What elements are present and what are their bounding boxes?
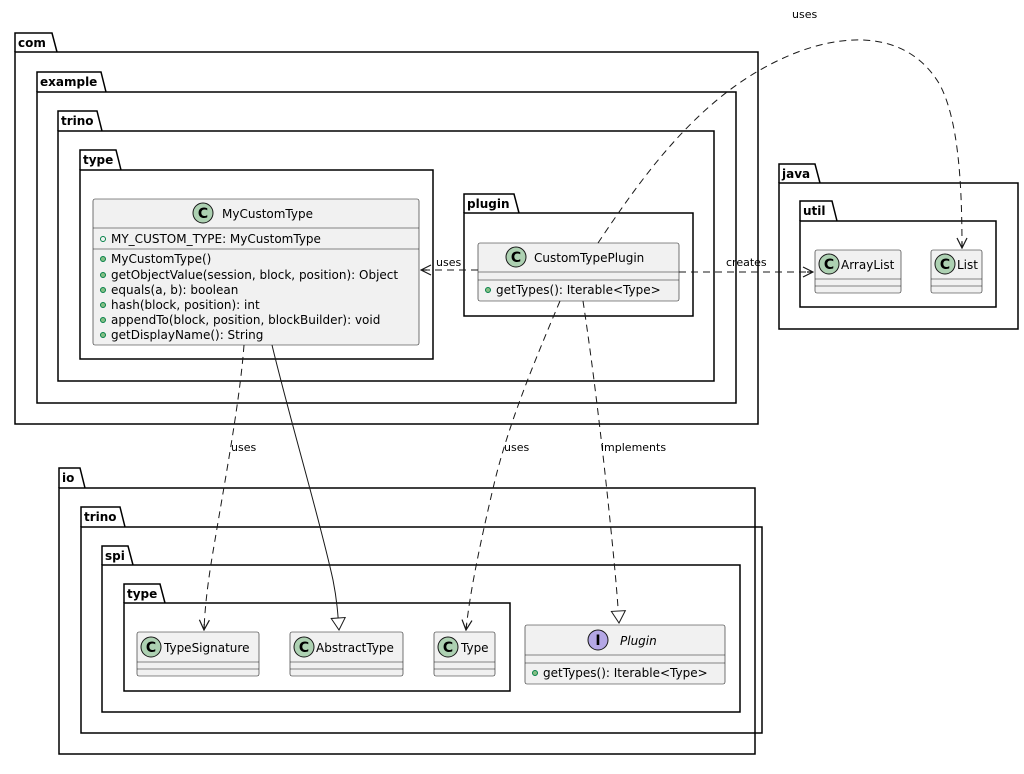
- class-name: Type: [460, 641, 489, 655]
- package-label-type-io: type: [127, 587, 157, 601]
- class-badge-letter: C: [940, 257, 950, 273]
- public-method-icon: [100, 272, 106, 278]
- public-method-icon: [100, 332, 106, 338]
- class-name: CustomTypePlugin: [534, 251, 644, 265]
- class-badge-letter: C: [511, 250, 521, 266]
- class-name: MyCustomType: [222, 207, 313, 221]
- public-method-icon: [100, 287, 106, 293]
- package-plugin: plugin: [463, 193, 694, 317]
- package-java: java: [778, 163, 1019, 330]
- package-label-example: example: [40, 75, 97, 89]
- class-type-signature[interactable]: C TypeSignature: [136, 631, 260, 677]
- class-badge-icon: [818, 253, 840, 275]
- class-badge-letter: C: [146, 640, 156, 656]
- edge-label-uses-my-custom-type: uses: [436, 256, 461, 269]
- package-label-spi: spi: [105, 549, 125, 563]
- class-method: equals(a, b): boolean: [111, 283, 238, 297]
- public-method-icon: [532, 670, 538, 676]
- class-badge-icon: [934, 253, 956, 275]
- class-badge-letter: C: [443, 640, 453, 656]
- package-trino-io: trino: [80, 506, 763, 734]
- public-method-icon: [485, 287, 491, 293]
- class-badge-letter: C: [824, 257, 834, 273]
- package-label-io: io: [62, 471, 74, 485]
- package-spi: spi: [101, 545, 741, 713]
- package-label-trino-io: trino: [84, 510, 117, 524]
- class-array-list[interactable]: C ArrayList: [814, 249, 902, 294]
- class-name: AbstractType: [316, 641, 394, 655]
- class-list[interactable]: C List: [930, 249, 983, 294]
- class-badge-letter: C: [198, 206, 208, 222]
- class-name: ArrayList: [841, 258, 895, 272]
- interface-plugin[interactable]: I Plugin getTypes(): Iterable<Type>: [524, 624, 726, 685]
- edge-label-uses-type: uses: [504, 441, 529, 454]
- package-label-type-com: type: [83, 153, 113, 167]
- class-badge-icon: [293, 636, 315, 658]
- interface-method: getTypes(): Iterable<Type>: [543, 666, 708, 680]
- edge-implements-plugin: [582, 300, 627, 624]
- edge-extends-abstract-type: [271, 344, 347, 631]
- edge-uses-type-signature: [204, 344, 245, 630]
- package-com: com: [14, 32, 759, 425]
- class-my-custom-type[interactable]: C MyCustomType MY_CUSTOM_TYPE: MyCustomT…: [92, 198, 420, 346]
- edge-label-implements: implements: [601, 441, 666, 454]
- package-label-trino-com: trino: [61, 114, 94, 128]
- class-name: List: [957, 258, 978, 272]
- class-method: getTypes(): Iterable<Type>: [496, 283, 661, 297]
- interface-badge-letter: I: [595, 633, 600, 649]
- public-method-icon: [100, 256, 106, 262]
- class-name: TypeSignature: [163, 641, 249, 655]
- class-method: getObjectValue(session, block, position)…: [111, 268, 398, 282]
- class-badge-icon: [192, 202, 214, 224]
- public-method-icon: [100, 317, 106, 323]
- package-io: io: [58, 467, 756, 755]
- class-abstract-type[interactable]: C AbstractType: [289, 631, 404, 677]
- class-field: MY_CUSTOM_TYPE: MyCustomType: [111, 232, 321, 246]
- edge-label-uses-type-signature: uses: [231, 441, 256, 454]
- interface-badge-icon: [587, 629, 609, 651]
- class-type[interactable]: C Type: [433, 631, 496, 677]
- package-label-java: java: [781, 167, 810, 181]
- package-label-util: util: [803, 204, 826, 218]
- package-label-com: com: [18, 36, 46, 50]
- class-badge-icon: [140, 636, 162, 658]
- public-method-icon: [100, 302, 106, 308]
- edge-label-uses-list: uses: [792, 8, 817, 21]
- class-badge-icon: [505, 246, 527, 268]
- class-badge-letter: C: [299, 640, 309, 656]
- class-method: appendTo(block, position, blockBuilder):…: [111, 313, 380, 327]
- interface-name: Plugin: [620, 634, 657, 648]
- class-method: hash(block, position): int: [111, 298, 260, 312]
- edge-uses-type: [466, 300, 561, 630]
- package-label-plugin: plugin: [467, 197, 510, 211]
- package-util: util: [799, 200, 997, 308]
- class-method: getDisplayName(): String: [111, 328, 263, 342]
- class-method: MyCustomType(): [111, 252, 211, 266]
- package-type-io: type: [123, 583, 511, 692]
- edge-label-creates: creates: [726, 256, 767, 269]
- class-badge-icon: [437, 636, 459, 658]
- package-type-com: type: [79, 149, 434, 360]
- package-trino-com: trino: [57, 110, 715, 382]
- class-custom-type-plugin[interactable]: C CustomTypePlugin getTypes(): Iterable<…: [477, 242, 680, 302]
- package-example: example: [36, 71, 737, 404]
- public-field-icon: [100, 236, 106, 242]
- edge-uses-list: [597, 39, 962, 248]
